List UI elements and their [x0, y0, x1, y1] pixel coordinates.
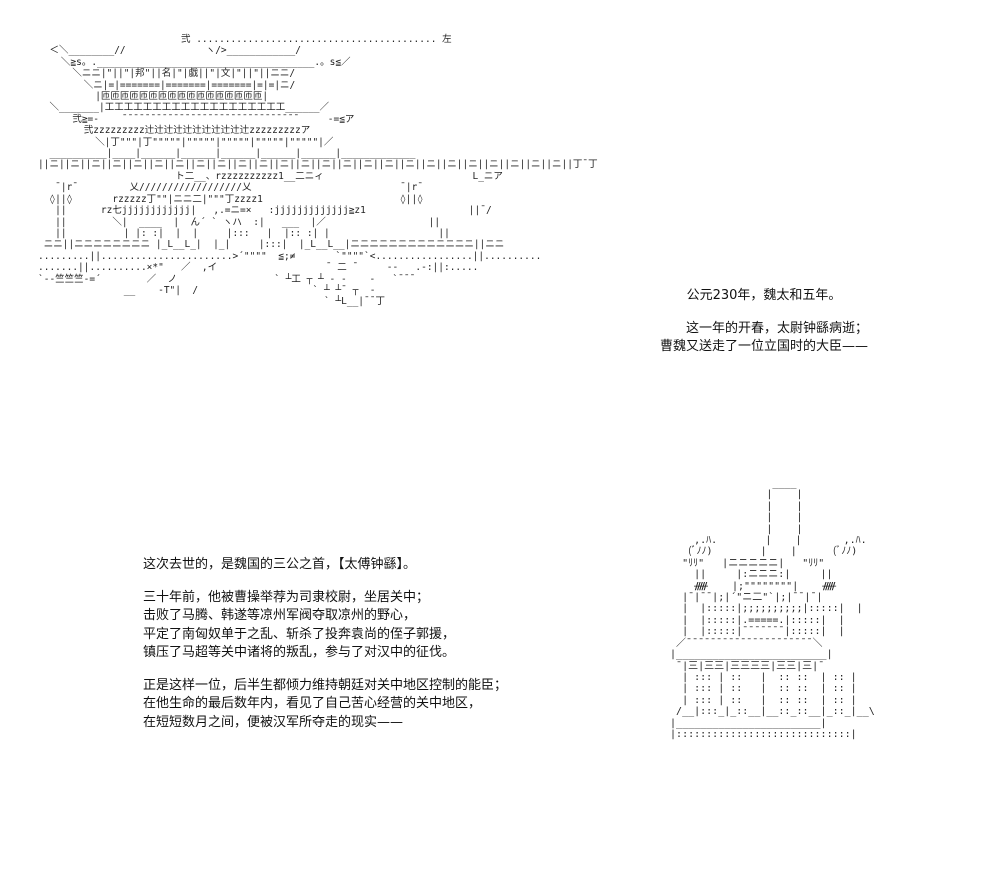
story-paragraph-3-line-2: 在他生命的最后数年内，看见了自己苦心经营的关中地区，	[143, 696, 482, 711]
memorial-tower-ascii-art: ____ | | | | | | | | ,.ﾊ. | | ,.ﾊ. (ﾞﾉﾉ)…	[670, 478, 875, 740]
story-paragraph-2-line-1: 三十年前，他被曹操举荐为司隶校尉，坐居关中；	[143, 589, 430, 605]
story-paragraph-1-line-1: 这次去世的，是魏国的三公之首，【太傅钟繇】。	[143, 557, 417, 572]
story-paragraph-2-line-4: 镇压了马超等关中诸将的叛乱，参与了对汉中的征伐。	[143, 645, 456, 660]
story-paragraph-2-line-3: 平定了南匈奴单于之乱、斩杀了投奔袁尚的侄子郭援，	[143, 626, 456, 642]
story-paragraph-2-line-2: 击败了马腾、韩遂等凉州军阀夺取凉州的野心，	[143, 608, 417, 623]
story-paragraph-3-line-3: 在短短数月之间，便被汉军所夺走的现实——	[143, 714, 404, 730]
story-text-block: 这次去世的，是魏国的三公之首，【太傅钟繇】。 三十年前，他被曹操举荐为司隶校尉，…	[143, 556, 507, 732]
intro-line-2: 这一年的开春，太尉钟繇病逝；	[686, 320, 869, 336]
story-paragraph-3-line-1: 正是这样一位，后半生都倾力维持朝廷对关中地区控制的能臣；	[143, 677, 508, 693]
intro-line-1: 公元230年，魏太和五年。	[686, 288, 842, 303]
intro-text-block: 公元230年，魏太和五年。 这一年的开春，太尉钟繇病逝； 曹魏又送走了一位立国时…	[660, 287, 868, 357]
intro-line-3: 曹魏又送走了一位立国时的大臣——	[660, 339, 869, 354]
palace-ascii-art: 弐 ......................................…	[38, 34, 598, 308]
